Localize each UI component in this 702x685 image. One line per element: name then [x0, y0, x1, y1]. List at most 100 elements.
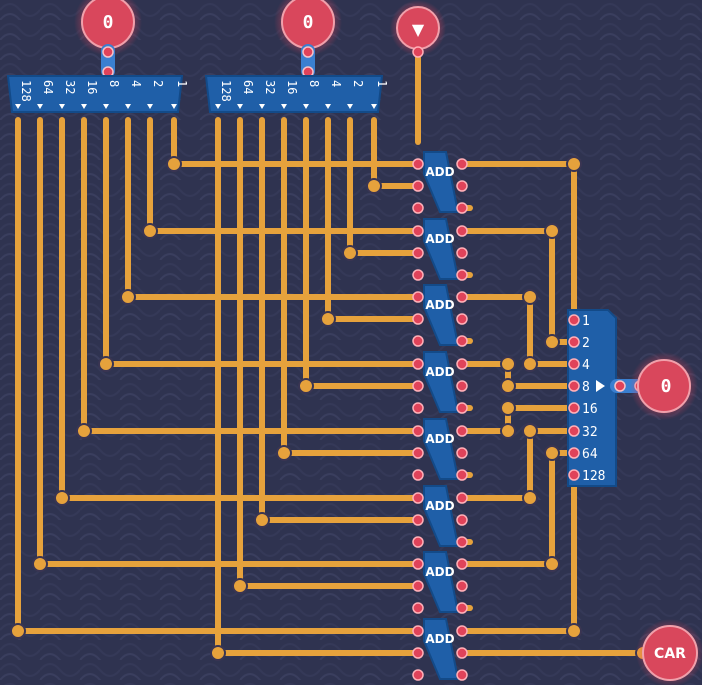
adder-output-pin[interactable]	[456, 647, 468, 659]
adder-input-pin[interactable]	[412, 358, 424, 370]
adder-output-pin[interactable]	[456, 514, 468, 526]
adder-output-pin[interactable]	[456, 158, 468, 170]
adder-output-pin[interactable]	[456, 180, 468, 192]
joiner-input-pin[interactable]	[568, 425, 580, 437]
adder-output-pin[interactable]	[456, 380, 468, 392]
adder-input-pin[interactable]	[412, 469, 424, 481]
adder-output-pin[interactable]	[456, 492, 468, 504]
adder-output-pin[interactable]	[456, 669, 468, 681]
bit-arrow-icon	[147, 104, 153, 109]
wire-joint	[566, 156, 582, 172]
joiner-input-pin[interactable]	[568, 447, 580, 459]
adder-output-pin[interactable]	[456, 358, 468, 370]
adder-output-pin[interactable]	[456, 625, 468, 637]
adder-output-pin[interactable]	[456, 469, 468, 481]
adder-1[interactable]: ADD	[412, 151, 468, 214]
adder-input-pin[interactable]	[412, 625, 424, 637]
output-node[interactable]: 0	[630, 352, 698, 420]
bit-arrow-icon	[371, 104, 377, 109]
adder-input-pin[interactable]	[412, 335, 424, 347]
adder-input-pin[interactable]	[412, 180, 424, 192]
adder-output-pin[interactable]	[456, 225, 468, 237]
adder-input-pin[interactable]	[412, 291, 424, 303]
adder-output-pin[interactable]	[456, 247, 468, 259]
adder-input-pin[interactable]	[412, 447, 424, 459]
wire-sum-bit[interactable]	[459, 450, 577, 567]
adder-input-pin[interactable]	[412, 669, 424, 681]
adder-output-pin[interactable]	[456, 313, 468, 325]
joiner-input-pin[interactable]	[568, 336, 580, 348]
adder-input-pin[interactable]	[412, 158, 424, 170]
input-a-node[interactable]: 0	[74, 0, 142, 56]
wire-sum-bit[interactable]	[459, 228, 577, 345]
bit-arrow-icon	[325, 104, 331, 109]
adder-input-pin[interactable]	[412, 380, 424, 392]
adder-input-pin[interactable]	[412, 580, 424, 592]
adder-6[interactable]: ADD	[412, 485, 468, 548]
joiner-input-pin[interactable]	[568, 469, 580, 481]
adder-input-pin[interactable]	[412, 402, 424, 414]
adder-output-pin[interactable]	[456, 447, 468, 459]
adder-input-pin[interactable]	[412, 313, 424, 325]
adder-4[interactable]: ADD	[412, 351, 468, 414]
wire-joint	[276, 445, 292, 461]
input-b-node[interactable]: 0	[274, 0, 342, 56]
joiner-input-pin[interactable]	[568, 358, 580, 370]
wire-sum-bit[interactable]	[459, 405, 577, 434]
adder-output-pin[interactable]	[456, 558, 468, 570]
adder-output-pin[interactable]	[456, 202, 468, 214]
input-b-value: 0	[303, 12, 314, 33]
joiner-input-pin[interactable]	[568, 402, 580, 414]
adder-3[interactable]: ADD	[412, 284, 468, 347]
adder-label: ADD	[425, 632, 454, 646]
joiner-bit-label: 128	[582, 469, 605, 484]
adder-input-pin[interactable]	[412, 247, 424, 259]
adder-output-pin[interactable]	[456, 602, 468, 614]
adder-input-pin[interactable]	[412, 536, 424, 548]
adder-5[interactable]: ADD	[412, 418, 468, 481]
wire-sum-bit[interactable]	[459, 294, 577, 367]
adder-label: ADD	[425, 365, 454, 379]
output-arrow-icon	[596, 380, 605, 392]
wire-sum-bit[interactable]	[459, 361, 577, 389]
adder-2[interactable]: ADD	[412, 218, 468, 281]
adder-output-pin[interactable]	[456, 402, 468, 414]
wire-sum-bit[interactable]	[459, 428, 577, 501]
adder-input-pin[interactable]	[412, 269, 424, 281]
adder-7[interactable]: ADD	[412, 551, 468, 614]
adder-input-pin[interactable]	[412, 558, 424, 570]
joiner-bit-label: 16	[582, 402, 598, 417]
splitter-b-bit-label: 2	[351, 80, 365, 87]
adder-input-pin[interactable]	[412, 202, 424, 214]
wire-joint	[522, 289, 538, 305]
adder-8[interactable]: ADD	[412, 618, 468, 681]
adder-output-pin[interactable]	[456, 291, 468, 303]
carry-in-node[interactable]: ▼	[390, 0, 446, 58]
wire-joint	[500, 400, 516, 416]
adder-input-pin[interactable]	[412, 492, 424, 504]
wire-joint	[544, 556, 560, 572]
adder-input-pin[interactable]	[412, 425, 424, 437]
joiner-input-pin[interactable]	[568, 314, 580, 326]
adder-output-pin[interactable]	[456, 335, 468, 347]
adder-output-pin[interactable]	[456, 536, 468, 548]
adder-input-pin[interactable]	[412, 602, 424, 614]
adder-output-pin[interactable]	[456, 425, 468, 437]
adder-input-pin[interactable]	[412, 225, 424, 237]
joiner-input-pin[interactable]	[568, 380, 580, 392]
carry-in-symbol: ▼	[412, 20, 425, 39]
adder-output-pin[interactable]	[456, 580, 468, 592]
adder-input-pin[interactable]	[412, 514, 424, 526]
splitter-b-bit-label: 128	[219, 80, 233, 102]
bit-arrow-icon	[215, 104, 221, 109]
wire-joint	[342, 245, 358, 261]
joiner-bit-label: 2	[582, 336, 590, 351]
carry-out-node[interactable]: CAR	[636, 619, 702, 685]
joiner-bit-label: 32	[582, 425, 598, 440]
adder-output-pin[interactable]	[456, 269, 468, 281]
adder-input-pin[interactable]	[412, 647, 424, 659]
